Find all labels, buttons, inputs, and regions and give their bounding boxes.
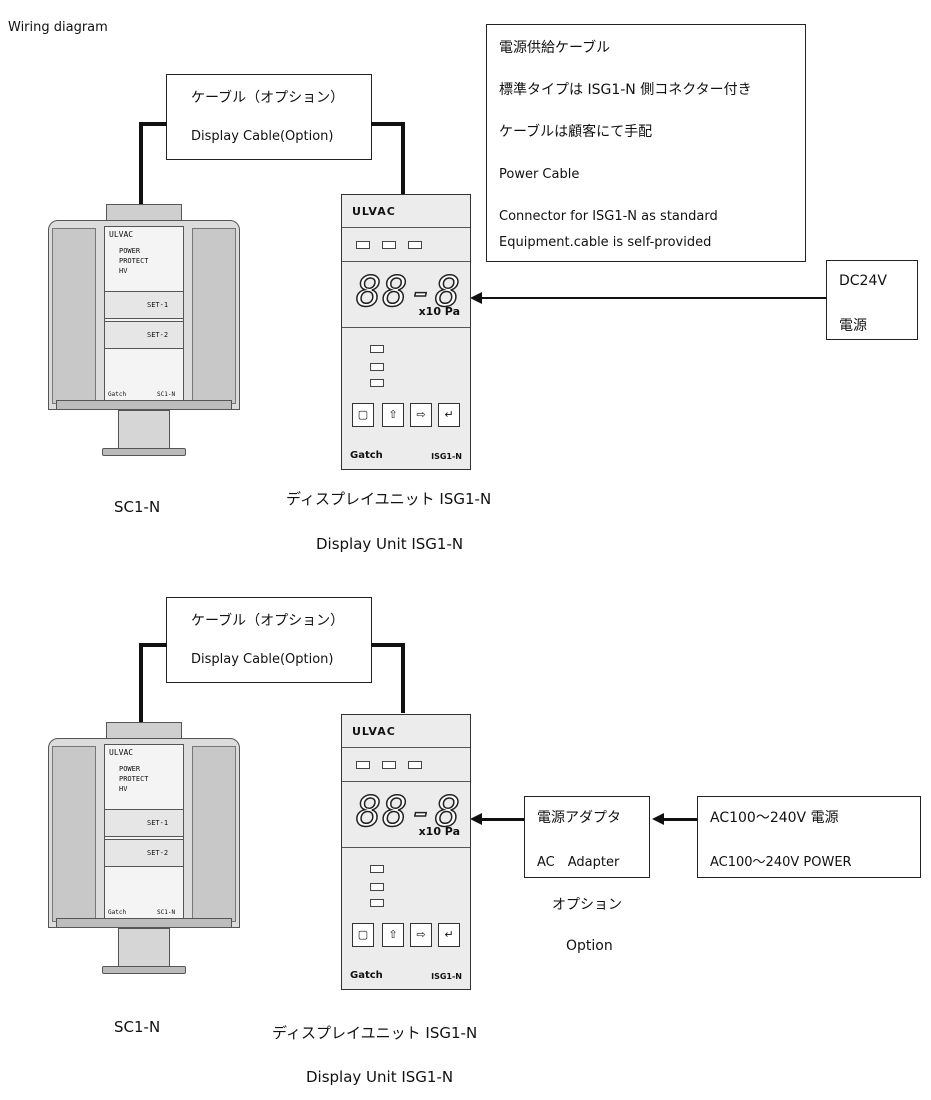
diagram-title: Wiring diagram — [8, 20, 108, 35]
ac-adapter-label-en: AC Adapter — [537, 855, 620, 870]
cable-line-top-left-h — [139, 122, 167, 126]
cable-option-label-jp: ケーブル（オプション） — [191, 90, 345, 106]
gauge-label-top: SC1-N — [114, 498, 161, 516]
power-line-adapter — [482, 818, 524, 821]
display-label-jp-bottom: ディスプレイユニット ISG1-N — [272, 1024, 478, 1042]
cable-option-label-en: Display Cable(Option) — [191, 129, 334, 144]
display-label-en-top: Display Unit ISG1-N — [316, 535, 464, 553]
dc24v-label: DC24V — [839, 273, 887, 289]
gauge-panel: ULVAC POWER PROTECT HV SET-1 SET-2 Gatch… — [104, 744, 184, 922]
ac-adapter-option-en: Option — [566, 938, 613, 954]
power-note-line6: Equipment.cable is self-provided — [499, 235, 712, 250]
ac-power-box: AC100～240V 電源 AC100～240V POWER — [697, 796, 921, 878]
power-note-line4: Power Cable — [499, 167, 580, 182]
ac-adapter-option-jp: オプション — [552, 897, 622, 913]
power-arrow-adapter — [470, 813, 482, 825]
power-note-line2: 標準タイプは ISG1-N 側コネクター付き — [499, 82, 752, 98]
gauge-panel: ULVAC POWER PROTECT HV SET-1 SET-2 Gatch… — [104, 226, 184, 404]
cable-line-bottom-right-v — [401, 643, 405, 713]
ac-adapter-box: 電源アダプタ AC Adapter — [524, 796, 650, 878]
dc24v-box: DC24V 電源 — [826, 260, 918, 340]
cable-option-label-jp: ケーブル（オプション） — [191, 613, 345, 629]
dc24v-power-label: 電源 — [839, 318, 867, 334]
power-arrow-ac — [652, 813, 664, 825]
ac-adapter-label-jp: 電源アダプタ — [537, 810, 621, 826]
ac-power-label-2: AC100～240V POWER — [710, 855, 852, 870]
display-label-jp-top: ディスプレイユニット ISG1-N — [286, 490, 492, 508]
display-label-en-bottom: Display Unit ISG1-N — [306, 1068, 454, 1086]
power-line-ac — [664, 818, 697, 821]
cable-option-label-en: Display Cable(Option) — [191, 652, 334, 667]
cable-option-box-bottom: ケーブル（オプション） Display Cable(Option) — [166, 597, 372, 683]
cable-line-top-right-h — [371, 122, 405, 126]
display-unit-bottom: ULVAC 88-8 x10 Pa ▢ ⇧ ⇨ ↵ Gatch ISG1-N — [341, 714, 471, 990]
power-arrow-top — [470, 292, 482, 304]
gauge-label-bottom: SC1-N — [114, 1018, 161, 1036]
cable-line-bottom-left-v — [139, 643, 143, 729]
power-line-top — [482, 297, 826, 299]
cable-line-bottom-left-h — [139, 643, 167, 647]
power-cable-note-box: 電源供給ケーブル 標準タイプは ISG1-N 側コネクター付き ケーブルは顧客に… — [486, 24, 806, 262]
cable-option-box-top: ケーブル（オプション） Display Cable(Option) — [166, 74, 372, 160]
cable-line-top-left-v — [139, 122, 143, 208]
gauge-sc1n-bottom: ULVAC POWER PROTECT HV SET-1 SET-2 Gatch… — [48, 722, 240, 974]
cable-line-bottom-right-h — [371, 643, 405, 647]
cable-line-top-right-v — [401, 122, 405, 194]
display-unit-top: ULVAC 88-8 x10 Pa ▢ ⇧ ⇨ ↵ Gatch ISG1-N — [341, 194, 471, 470]
power-note-line1: 電源供給ケーブル — [499, 40, 611, 56]
power-note-line5: Connector for ISG1-N as standard — [499, 209, 718, 224]
ac-power-label-1: AC100～240V 電源 — [710, 810, 839, 826]
gauge-sc1n-top: ULVAC POWER PROTECT HV SET-1 SET-2 Gatch… — [48, 204, 240, 456]
power-note-line3: ケーブルは顧客にて手配 — [499, 124, 653, 140]
